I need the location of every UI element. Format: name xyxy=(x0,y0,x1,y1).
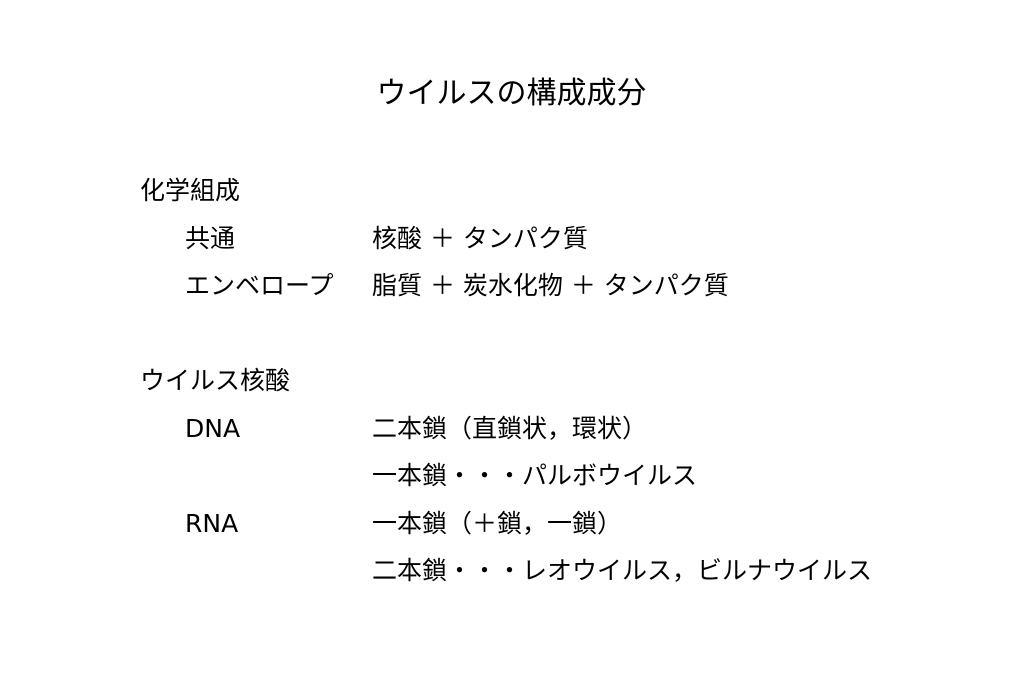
nucleic-label-dna: DNA xyxy=(185,414,241,443)
composition-value-envelope: 脂質 ＋ 炭水化物 ＋ タンパク質 xyxy=(372,271,729,300)
composition-value-common: 核酸 ＋ タンパク質 xyxy=(372,224,588,253)
composition-label-common: 共通 xyxy=(185,224,236,253)
composition-label-envelope: エンベロープ xyxy=(185,271,334,300)
nucleic-heading: ウイルス核酸 xyxy=(140,366,291,395)
nucleic-value-rna-double: 二本鎖・・・レオウイルス，ビルナウイルス xyxy=(372,556,873,585)
composition-heading: 化学組成 xyxy=(140,176,241,205)
nucleic-value-dna-double: 二本鎖（直鎖状，環状） xyxy=(372,414,648,443)
nucleic-value-dna-single: 一本鎖・・・パルボウイルス xyxy=(372,461,698,490)
nucleic-label-rna: RNA xyxy=(185,509,239,538)
nucleic-value-rna-single: 一本鎖（＋鎖，一鎖） xyxy=(372,509,623,538)
slide-title: ウイルスの構成成分 xyxy=(376,76,647,111)
